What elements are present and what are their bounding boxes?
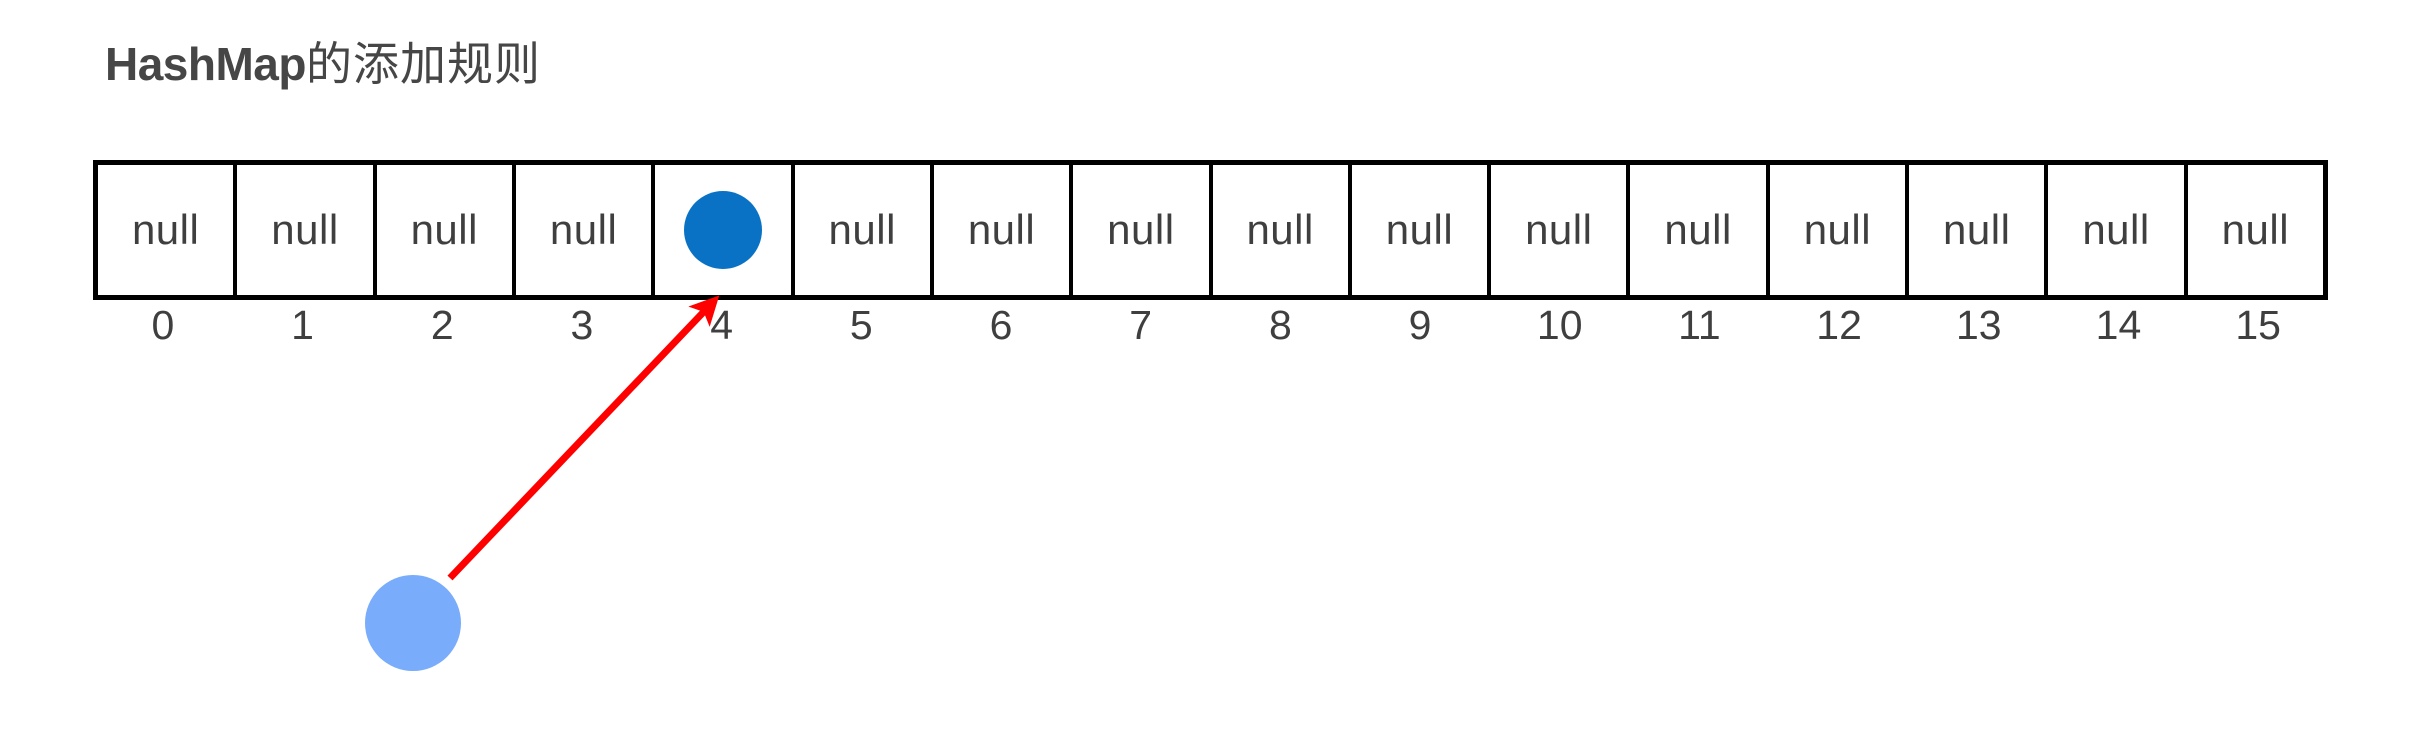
bucket-value-14: null xyxy=(2082,206,2150,253)
bucket-index-6: 6 xyxy=(989,302,1013,348)
bucket-index-2: 2 xyxy=(430,302,454,348)
bucket-index-0: 0 xyxy=(151,302,175,348)
bucket-value-6: null xyxy=(967,206,1036,253)
bucket-index-13: 13 xyxy=(1955,302,2002,348)
bucket-cell-2: null xyxy=(376,165,516,295)
bucket-cell-1: null xyxy=(237,165,377,295)
bucket-value-9: null xyxy=(1385,206,1454,253)
bucket-index-10: 10 xyxy=(1536,302,1583,348)
bucket-index-4: 4 xyxy=(710,302,733,348)
bucket-index-1: 1 xyxy=(291,302,314,348)
bucket-cell-14: null xyxy=(2048,165,2188,295)
bucket-cell-9: null xyxy=(1351,165,1492,295)
page-title: HashMap的添加规则 xyxy=(105,38,541,91)
bucket-value-10: null xyxy=(1525,206,1593,253)
bucket-cell-5: null xyxy=(794,165,934,295)
page-title-cjk: 的添加规则 xyxy=(305,37,541,91)
bucket-cell-0: null xyxy=(98,165,238,295)
bucket-value-8: null xyxy=(1246,206,1314,253)
bucket-index-12: 12 xyxy=(1816,302,1862,348)
bucket-value-1: null xyxy=(271,206,339,253)
bucket-cell-4 xyxy=(655,165,795,295)
bucket-value-15: null xyxy=(2221,206,2290,253)
bucket-value-11: null xyxy=(1664,206,1732,253)
bucket-cell-13: null xyxy=(1909,165,2049,295)
bucket-cell-12: null xyxy=(1769,165,1910,295)
bucket-index-7: 7 xyxy=(1129,302,1153,348)
bucket-index-8: 8 xyxy=(1268,302,1292,348)
bucket-index-14: 14 xyxy=(2095,302,2142,348)
bucket-value-0: null xyxy=(131,206,200,253)
bucket-value-3: null xyxy=(549,206,618,253)
bucket-value-2: null xyxy=(410,206,478,253)
bucket-cell-15: null xyxy=(2187,165,2323,295)
bucket-node-4 xyxy=(683,191,762,269)
bucket-index-9: 9 xyxy=(1408,302,1432,348)
bucket-cell-10: null xyxy=(1491,165,1631,295)
page-title-mono: HashMap xyxy=(105,38,306,90)
incoming-entry-node xyxy=(365,575,461,671)
bucket-index-15: 15 xyxy=(2235,302,2281,348)
bucket-cell-7: null xyxy=(1073,165,1213,295)
hashmap-bucket-array: null null null null null null null null null null… xyxy=(93,160,2328,300)
bucket-index-5: 5 xyxy=(849,302,873,348)
bucket-value-7: null xyxy=(1107,206,1175,253)
bucket-value-5: null xyxy=(828,206,896,253)
bucket-index-11: 11 xyxy=(1678,302,1721,348)
bucket-index-3: 3 xyxy=(570,302,594,348)
bucket-value-12: null xyxy=(1803,206,1872,253)
bucket-cell-6: null xyxy=(933,165,1074,295)
bucket-value-13: null xyxy=(1943,206,2011,253)
bucket-cell-3: null xyxy=(515,165,656,295)
bucket-cell-11: null xyxy=(1630,165,1770,295)
bucket-cell-8: null xyxy=(1212,165,1352,295)
